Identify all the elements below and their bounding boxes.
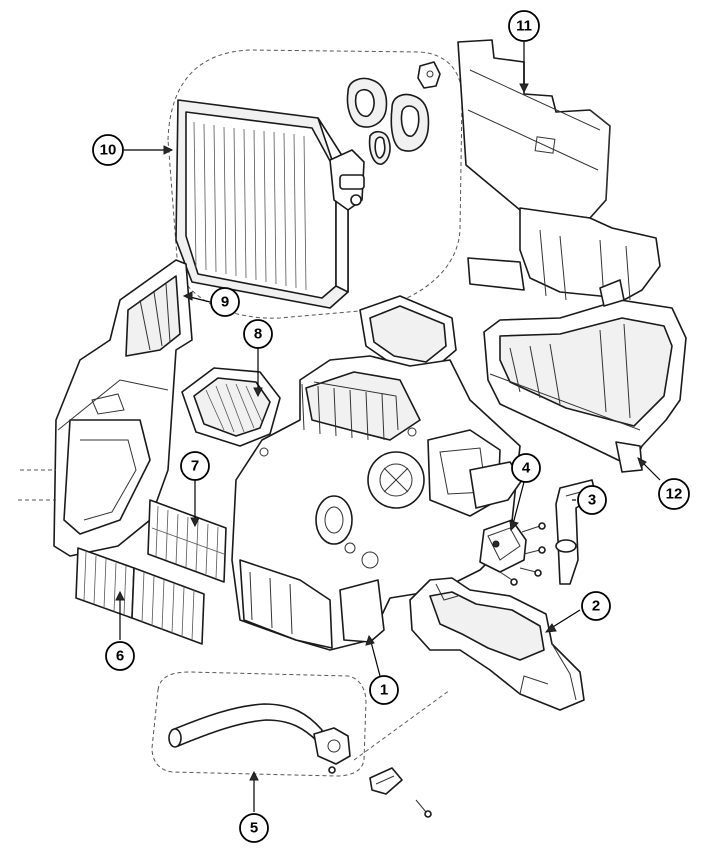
callout-label-1: 1 bbox=[380, 682, 388, 699]
screw-icon bbox=[499, 522, 546, 586]
callout-12: 12 bbox=[658, 478, 690, 510]
part-11-upper-cover bbox=[457, 39, 611, 219]
callout-8: 8 bbox=[243, 319, 273, 349]
callout-label-10: 10 bbox=[100, 142, 117, 159]
part-8-damper-duct bbox=[181, 367, 281, 447]
leader-lines bbox=[115, 40, 661, 812]
callout-7: 7 bbox=[180, 451, 210, 481]
callout-10: 10 bbox=[92, 134, 124, 166]
part-4-actuator bbox=[479, 519, 546, 586]
callout-label-12: 12 bbox=[666, 486, 683, 503]
callout-label-3: 3 bbox=[588, 492, 596, 509]
part-7-filter-panel bbox=[147, 499, 227, 583]
callout-9: 9 bbox=[210, 287, 240, 317]
callout-2: 2 bbox=[581, 591, 611, 621]
callout-11: 11 bbox=[508, 10, 540, 42]
callout-label-4: 4 bbox=[522, 460, 531, 477]
callout-label-6: 6 bbox=[116, 648, 124, 665]
callout-5: 5 bbox=[239, 813, 269, 843]
callout-label-2: 2 bbox=[592, 598, 600, 615]
callout-label-8: 8 bbox=[254, 326, 262, 343]
part-10-evaporator-group bbox=[167, 49, 463, 319]
callout-label-5: 5 bbox=[250, 820, 258, 837]
part-12-lower-case bbox=[467, 207, 687, 473]
part-2-lower-duct bbox=[409, 577, 585, 711]
callout-label-7: 7 bbox=[191, 458, 199, 475]
callout-4: 4 bbox=[511, 453, 541, 483]
callout-label-9: 9 bbox=[221, 294, 229, 311]
callout-1: 1 bbox=[369, 675, 399, 705]
part-9-left-housing bbox=[18, 259, 193, 557]
callout-3: 3 bbox=[577, 485, 607, 515]
callout-6: 6 bbox=[105, 641, 135, 671]
part-5-heater-hose bbox=[151, 671, 451, 818]
part-1-main-case bbox=[231, 295, 523, 651]
callout-label-11: 11 bbox=[516, 18, 532, 35]
